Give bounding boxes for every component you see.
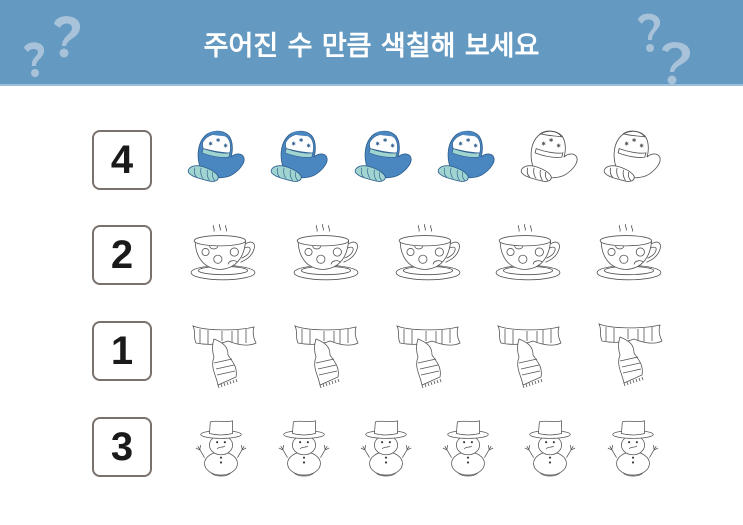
count-box: 3	[92, 417, 152, 477]
mitten-row: 4	[0, 120, 743, 200]
snowman-icon[interactable]	[192, 417, 250, 479]
count-box: 1	[92, 321, 152, 381]
mitten-icon[interactable]	[267, 126, 331, 184]
teacup-icon[interactable]	[492, 221, 564, 281]
mitten-icon[interactable]	[434, 126, 498, 184]
question-marks-icon	[638, 13, 691, 85]
count-box: 4	[92, 130, 152, 190]
page-title: 주어진 수 만큼 색칠해 보세요	[203, 31, 540, 62]
teacup-icon[interactable]	[290, 221, 362, 281]
scarf-icon[interactable]	[594, 317, 664, 387]
snowman-icon[interactable]	[439, 417, 497, 479]
header-banner: 주어진 수 만큼 색칠해 보세요	[0, 0, 743, 86]
count-box: 2	[92, 225, 152, 285]
mitten-icon[interactable]	[184, 126, 248, 184]
mitten-icon[interactable]	[600, 126, 664, 184]
mitten-icon[interactable]	[351, 126, 415, 184]
teacup-icon[interactable]	[187, 221, 259, 281]
snowman-icon[interactable]	[604, 417, 662, 479]
teacup-row: 2	[0, 215, 743, 295]
scarf-row: 1	[0, 311, 743, 391]
snowman-icon[interactable]	[357, 417, 415, 479]
snowman-row: 3	[0, 407, 743, 487]
snowman-icon[interactable]	[275, 417, 333, 479]
scarf-icon[interactable]	[290, 319, 360, 389]
snowman-icon[interactable]	[521, 417, 579, 479]
mitten-icon[interactable]	[517, 126, 581, 184]
scarf-icon[interactable]	[188, 319, 258, 389]
scarf-icon[interactable]	[493, 319, 563, 389]
teacup-icon[interactable]	[392, 221, 464, 281]
teacup-icon[interactable]	[593, 221, 665, 281]
scarf-icon[interactable]	[392, 319, 462, 389]
question-marks-icon	[24, 16, 81, 77]
